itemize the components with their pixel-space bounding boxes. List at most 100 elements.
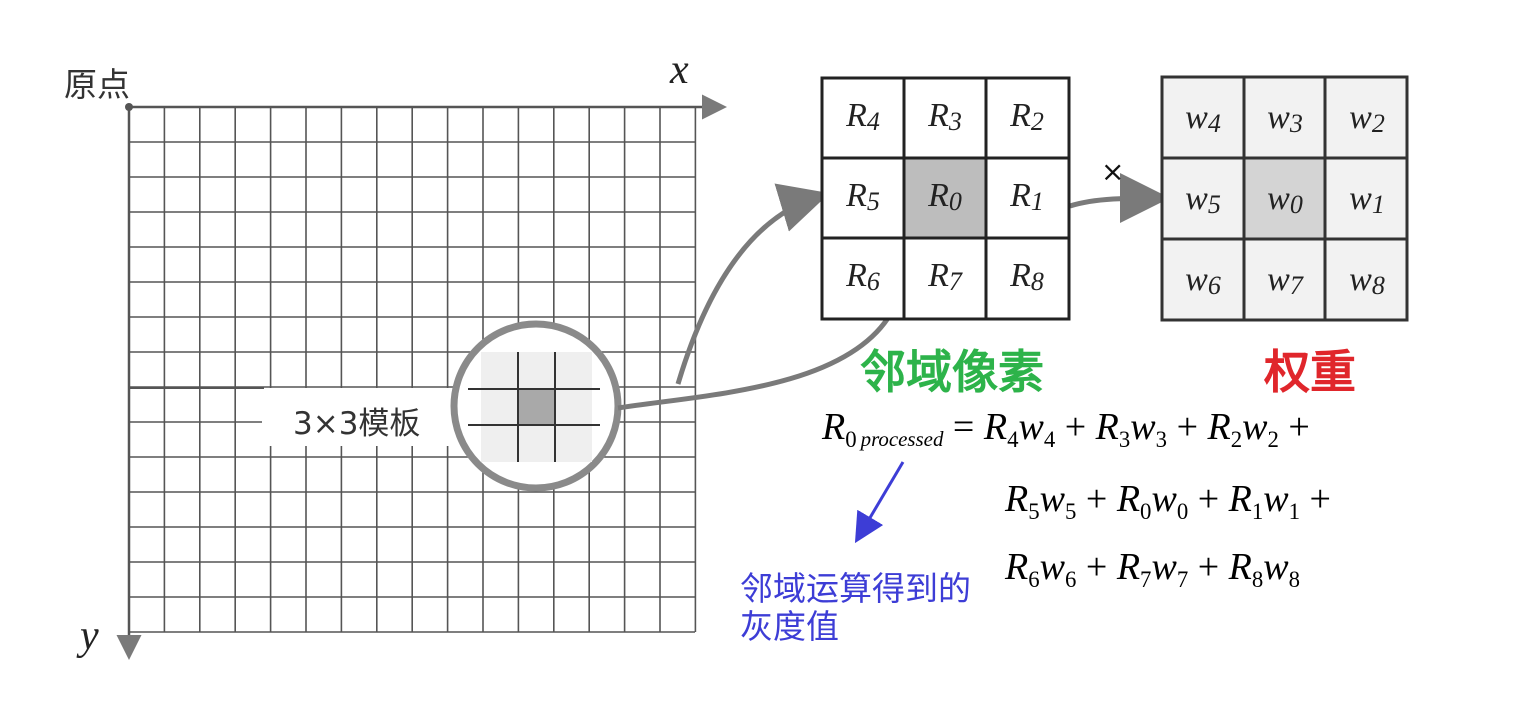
formula-subscript: 4 — [1007, 426, 1019, 452]
weight-index: 0 — [1289, 189, 1303, 219]
y-axis-label: y — [80, 613, 99, 659]
formula-variable: w — [1242, 406, 1268, 448]
formula-variable: w — [1039, 546, 1065, 588]
formula-subscript: 0 — [1140, 498, 1152, 524]
x-axis-label: x — [670, 47, 689, 93]
formula-subscript: 7 — [1140, 566, 1152, 592]
weight-symbol: w — [1349, 99, 1372, 136]
formula-variable: R — [1207, 406, 1231, 448]
formula-variable: R — [1228, 546, 1252, 588]
weight-cell-6: w6 — [1162, 261, 1244, 301]
weight-cell-2: w2 — [1326, 99, 1408, 139]
weight-symbol: w — [1267, 180, 1290, 217]
neighbor-cell-8: R8 — [986, 257, 1068, 297]
weight-index: 1 — [1371, 189, 1385, 219]
neighbor-cell-0: R4 — [822, 97, 904, 137]
formula-variable: R — [1116, 546, 1141, 588]
neighbor-index: 7 — [948, 266, 962, 296]
neighbor-cell-7: R7 — [904, 257, 986, 297]
magnifier-lens — [450, 320, 622, 492]
weight-symbol: w — [1185, 180, 1208, 217]
neighbor-symbol: R — [846, 177, 867, 214]
neighbor-cell-3: R5 — [822, 177, 904, 217]
origin-dot — [125, 103, 133, 111]
neighbor-symbol: R — [846, 97, 867, 134]
neighbor-symbol: R — [1010, 97, 1031, 134]
formula-lhs-sub: 0 — [845, 426, 857, 452]
formula-lhs-subtext: processed — [860, 427, 944, 452]
formula-variable: w — [1151, 478, 1177, 520]
arrow-neighbors-to-weights — [1069, 173, 1170, 224]
weight-cell-1: w3 — [1244, 99, 1326, 139]
weight-cell-7: w7 — [1244, 261, 1326, 301]
neighbor-symbol: R — [928, 177, 949, 214]
weight-index: 3 — [1289, 108, 1303, 138]
formula-line-2: R5w5 + R0w0 + R1w1 + — [1005, 478, 1331, 524]
formula-subscript: 2 — [1230, 426, 1243, 452]
origin-label: 原点 — [64, 65, 130, 104]
formula-lhs-symbol: R — [822, 406, 846, 448]
weight-symbol: w — [1267, 99, 1290, 136]
formula-line-1-terms: R4w4 + R3w3 + R2w2 — [983, 406, 1279, 452]
formula-subscript: 1 — [1251, 498, 1264, 524]
formula-variable: w — [1039, 478, 1065, 520]
neighbor-index: 1 — [1030, 186, 1044, 216]
weight-symbol: w — [1185, 99, 1208, 136]
neighbor-symbol: R — [1010, 177, 1031, 214]
neighbor-cell-4: R0 — [904, 177, 986, 217]
neighbor-index: 3 — [948, 106, 962, 136]
weight-index: 2 — [1371, 108, 1385, 138]
formula-variable: R — [1005, 478, 1029, 520]
formula-subscript: 7 — [1176, 566, 1189, 592]
neighbor-index: 5 — [866, 186, 880, 216]
weight-symbol: w — [1349, 180, 1372, 217]
formula-line-2-terms: R5w5 + R0w0 + R1w1 — [1005, 478, 1301, 524]
formula-subscript: 1 — [1288, 498, 1301, 524]
formula-subscript: 6 — [1064, 566, 1077, 592]
formula-variable: R — [1116, 478, 1141, 520]
weight-symbol: w — [1267, 261, 1290, 298]
formula-subscript: 8 — [1288, 566, 1301, 592]
neighbor-index: 0 — [948, 186, 962, 216]
annotation-text-line1: 邻域运算得到的 — [740, 569, 971, 608]
formula-subscript: 3 — [1155, 426, 1168, 452]
weight-grid — [1160, 75, 1409, 322]
formula-variable: w — [1130, 406, 1156, 448]
neighbor-index: 2 — [1030, 106, 1044, 136]
formula-line-3-terms: R6w6 + R7w7 + R8w8 — [1005, 546, 1301, 592]
formula-variable: w — [1263, 546, 1289, 588]
neighbor-symbol: R — [928, 97, 949, 134]
formula-line-3: R6w6 + R7w7 + R8w8 — [1005, 545, 1300, 593]
neighbor-cell-1: R3 — [904, 97, 986, 137]
weight-symbol: w — [1349, 261, 1372, 298]
formula-variable: w — [1263, 478, 1289, 520]
annotation-text-line2: 灰度值 — [740, 607, 839, 646]
formula-subscript: 5 — [1028, 498, 1040, 524]
formula-subscript: 2 — [1267, 426, 1279, 452]
formula-subscript: 8 — [1251, 566, 1264, 592]
weight-cell-0: w4 — [1162, 99, 1244, 139]
neighbor-symbol: R — [1010, 257, 1031, 294]
weight-index: 4 — [1207, 108, 1221, 138]
template-label-backdrop — [262, 388, 472, 446]
formula-variable: w — [1151, 546, 1177, 588]
formula-variable: R — [1095, 406, 1119, 448]
curve-arrow-to-neighbors — [675, 183, 830, 385]
neighbor-index: 8 — [1030, 266, 1044, 296]
annotation-arrow — [854, 461, 905, 544]
formula-subscript: 5 — [1064, 498, 1077, 524]
weight-cell-8: w8 — [1326, 261, 1408, 301]
formula-subscript: 6 — [1028, 566, 1040, 592]
weight-index: 6 — [1207, 270, 1221, 300]
neighbor-symbol: R — [928, 257, 949, 294]
neighbor-cell-6: R6 — [822, 257, 904, 297]
formula-variable: R — [1228, 478, 1252, 520]
neighbor-index: 6 — [866, 266, 880, 296]
weight-cell-3: w5 — [1162, 180, 1244, 220]
formula-variable: R — [983, 406, 1008, 448]
weight-index: 5 — [1207, 189, 1221, 219]
formula-variable: w — [1018, 406, 1044, 448]
weight-label: 权重 — [1264, 345, 1356, 399]
